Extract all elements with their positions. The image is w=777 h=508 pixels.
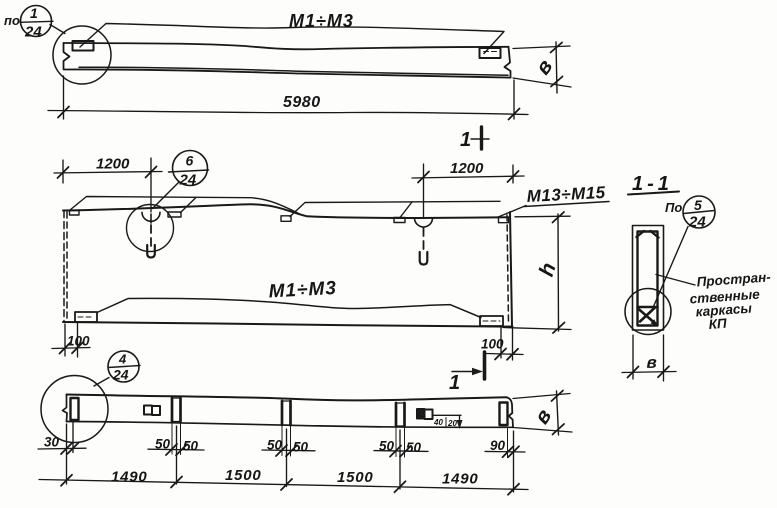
svg-text:50: 50 [155, 437, 171, 452]
svg-text:24: 24 [688, 214, 706, 231]
svg-text:1-1: 1-1 [632, 173, 673, 195]
svg-text:1490: 1490 [442, 471, 479, 488]
svg-text:20: 20 [447, 419, 457, 428]
svg-text:1200: 1200 [450, 160, 484, 177]
svg-text:50: 50 [379, 439, 395, 454]
svg-text:100: 100 [67, 334, 90, 349]
svg-text:в: в [647, 353, 657, 372]
svg-text:100: 100 [481, 337, 504, 352]
svg-text:М13÷М15: М13÷М15 [526, 183, 606, 206]
svg-text:40: 40 [433, 418, 443, 427]
svg-text:1200: 1200 [96, 156, 130, 173]
svg-text:5980: 5980 [283, 94, 321, 111]
svg-text:1490: 1490 [111, 469, 148, 486]
svg-text:50: 50 [293, 440, 309, 455]
svg-text:h: h [535, 260, 561, 279]
svg-text:30: 30 [44, 435, 60, 450]
svg-text:Простран-: Простран- [696, 269, 771, 289]
svg-text:4: 4 [118, 352, 127, 367]
svg-text:ственные: ственные [689, 287, 761, 307]
svg-text:КП: КП [708, 316, 727, 332]
svg-text:50: 50 [267, 438, 283, 453]
svg-text:по: по [4, 13, 20, 28]
svg-text:каркасы: каркасы [695, 301, 753, 320]
svg-text:24: 24 [179, 172, 197, 189]
svg-text:6: 6 [186, 153, 194, 169]
svg-text:50: 50 [406, 440, 422, 455]
svg-text:1500: 1500 [337, 469, 374, 486]
svg-text:24: 24 [112, 367, 129, 383]
svg-text:1: 1 [30, 5, 38, 21]
svg-text:По: По [665, 200, 682, 215]
svg-text:24: 24 [24, 24, 42, 41]
svg-text:1: 1 [460, 129, 471, 151]
svg-text:М1÷М3: М1÷М3 [289, 11, 354, 31]
svg-text:в: в [530, 405, 556, 428]
svg-text:1: 1 [449, 372, 460, 394]
svg-text:1500: 1500 [225, 467, 262, 484]
svg-text:50: 50 [183, 439, 199, 454]
svg-text:в: в [531, 55, 557, 79]
svg-text:90: 90 [490, 438, 506, 453]
svg-text:М1÷М3: М1÷М3 [268, 278, 337, 303]
svg-text:5: 5 [694, 197, 702, 213]
